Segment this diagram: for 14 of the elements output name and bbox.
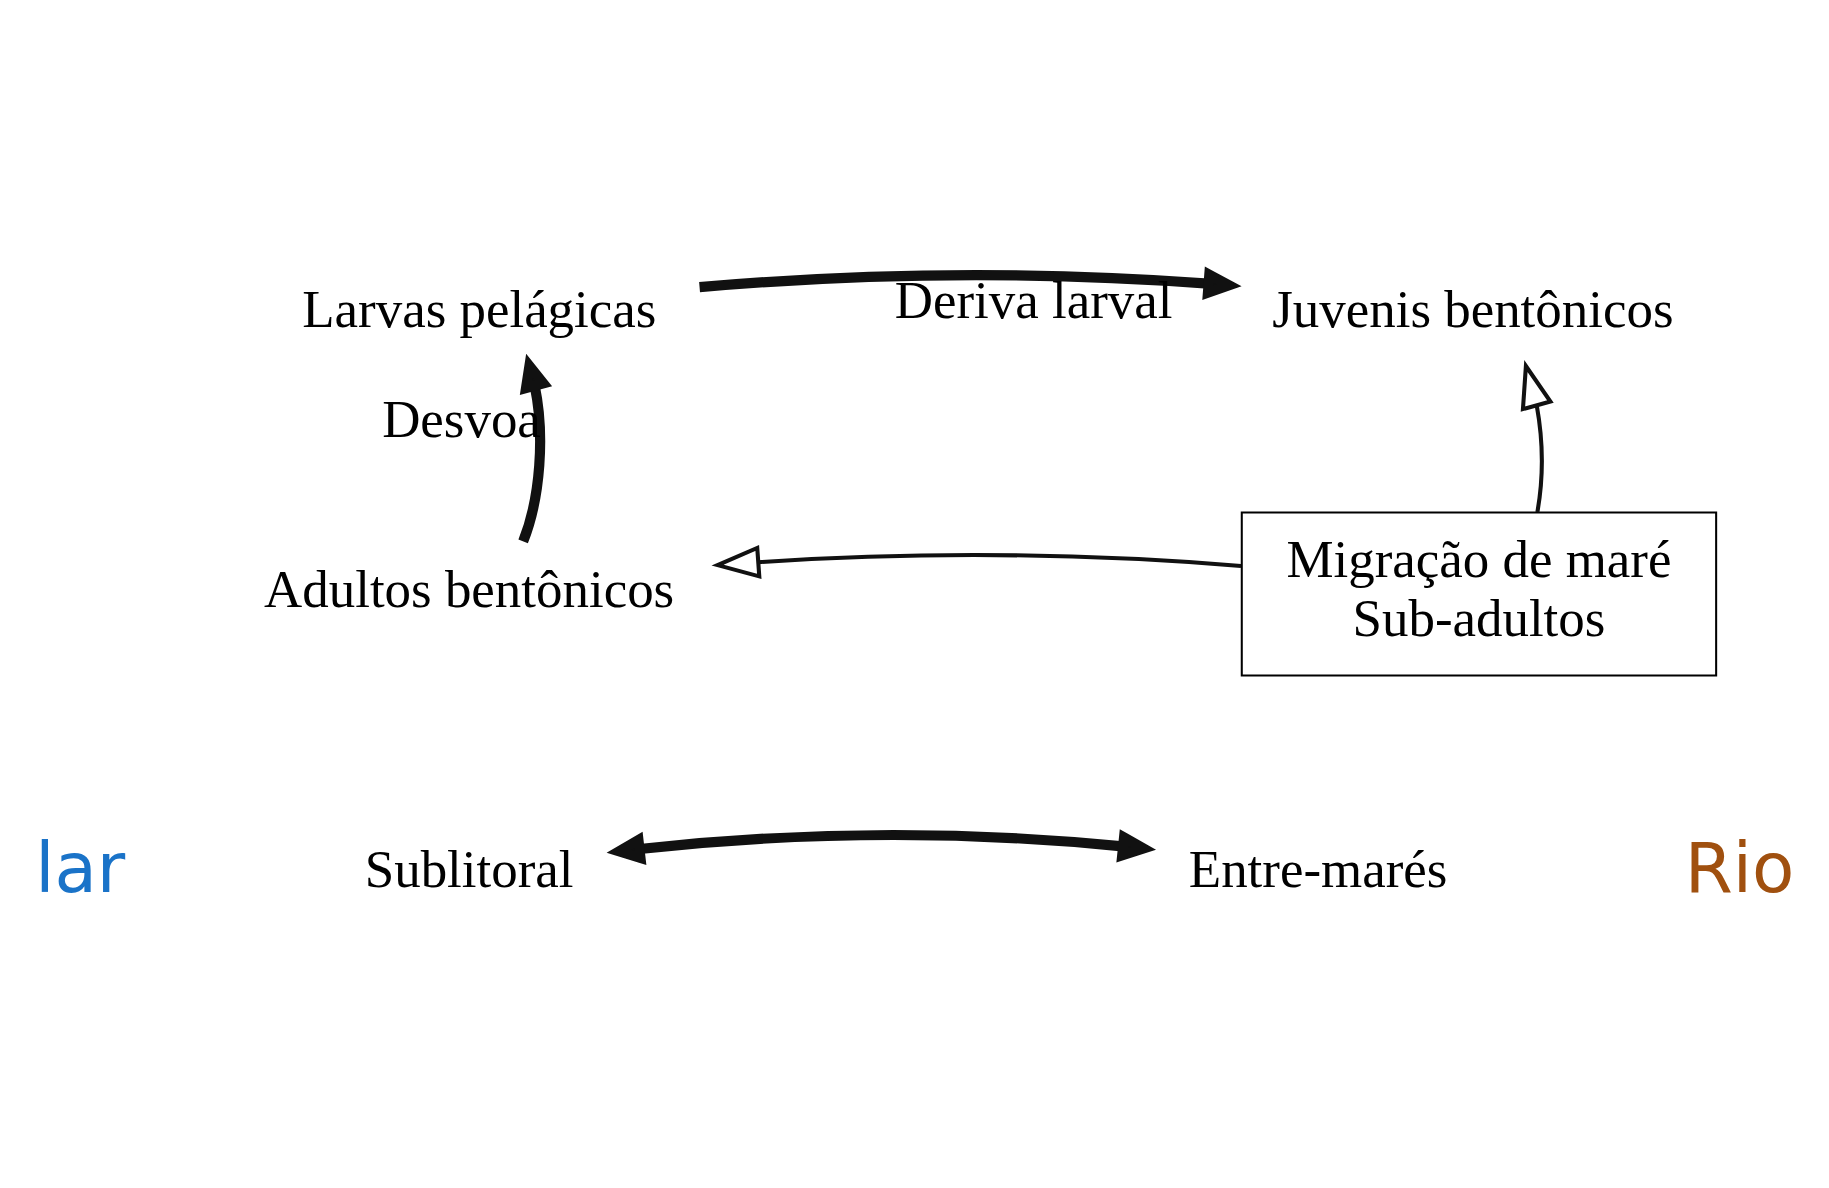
node-text: Adultos bentônicos: [264, 559, 675, 618]
arrow: [1520, 360, 1554, 513]
node-text: Larvas pelágicas: [302, 279, 657, 338]
arrow: [711, 544, 1242, 580]
node-text: Sublitoral: [364, 839, 574, 898]
arrow: [699, 266, 1242, 300]
label: Rio: [1684, 827, 1795, 908]
node-box: Migração de maré Sub-adultos: [1240, 511, 1718, 677]
node-text: Entre-marés: [1188, 839, 1448, 898]
label: lar: [35, 827, 126, 908]
arrow: [518, 353, 553, 544]
node-text: Juvenis bentônicos: [1272, 279, 1674, 338]
arrow: [606, 829, 1157, 865]
edge-label: Deriva larval: [894, 270, 1173, 329]
